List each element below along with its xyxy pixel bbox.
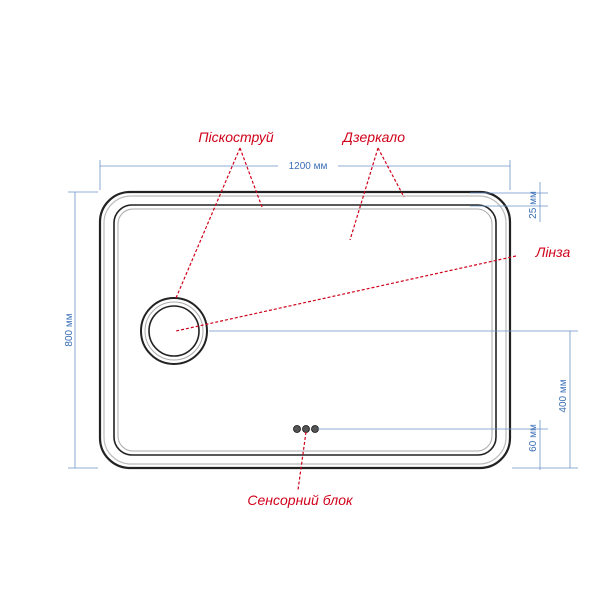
sensor-button-icon	[311, 425, 319, 433]
lens-height-dimension: 400 мм	[209, 330, 578, 469]
touch-unit-label: Сенсорний блок	[247, 492, 354, 508]
touch-sensor-buttons	[293, 425, 319, 433]
frame-offset-label: 25 мм	[528, 191, 539, 219]
mirror-body	[98, 190, 512, 470]
mirror-label: Дзеркало	[341, 129, 405, 145]
lens-height-label: 400 мм	[558, 379, 569, 412]
sensor-button-icon	[293, 425, 301, 433]
sandblast-frame	[113, 204, 497, 456]
sensor-button-icon	[302, 425, 310, 433]
lens-callout: Лінза	[175, 244, 571, 332]
touch-unit-callout: Сенсорний блок	[247, 431, 354, 508]
magnifying-lens	[140, 297, 208, 365]
sensor-height-dimension: 60 мм	[318, 420, 548, 470]
height-dimension-label: 800 мм	[64, 313, 75, 346]
height-dimension: 800 мм	[64, 191, 98, 469]
width-dimension-label: 1200 мм	[289, 161, 328, 172]
mirror-callout: Дзеркало	[341, 129, 405, 241]
width-dimension: 1200 мм	[99, 158, 511, 190]
lens-label: Лінза	[535, 244, 571, 260]
sandblast-label: Піскоструй	[198, 129, 273, 145]
frame-offset-dimension: 25 мм	[470, 182, 548, 222]
sensor-height-label: 60 мм	[528, 424, 539, 452]
sandblast-callout: Піскоструй	[175, 129, 274, 299]
